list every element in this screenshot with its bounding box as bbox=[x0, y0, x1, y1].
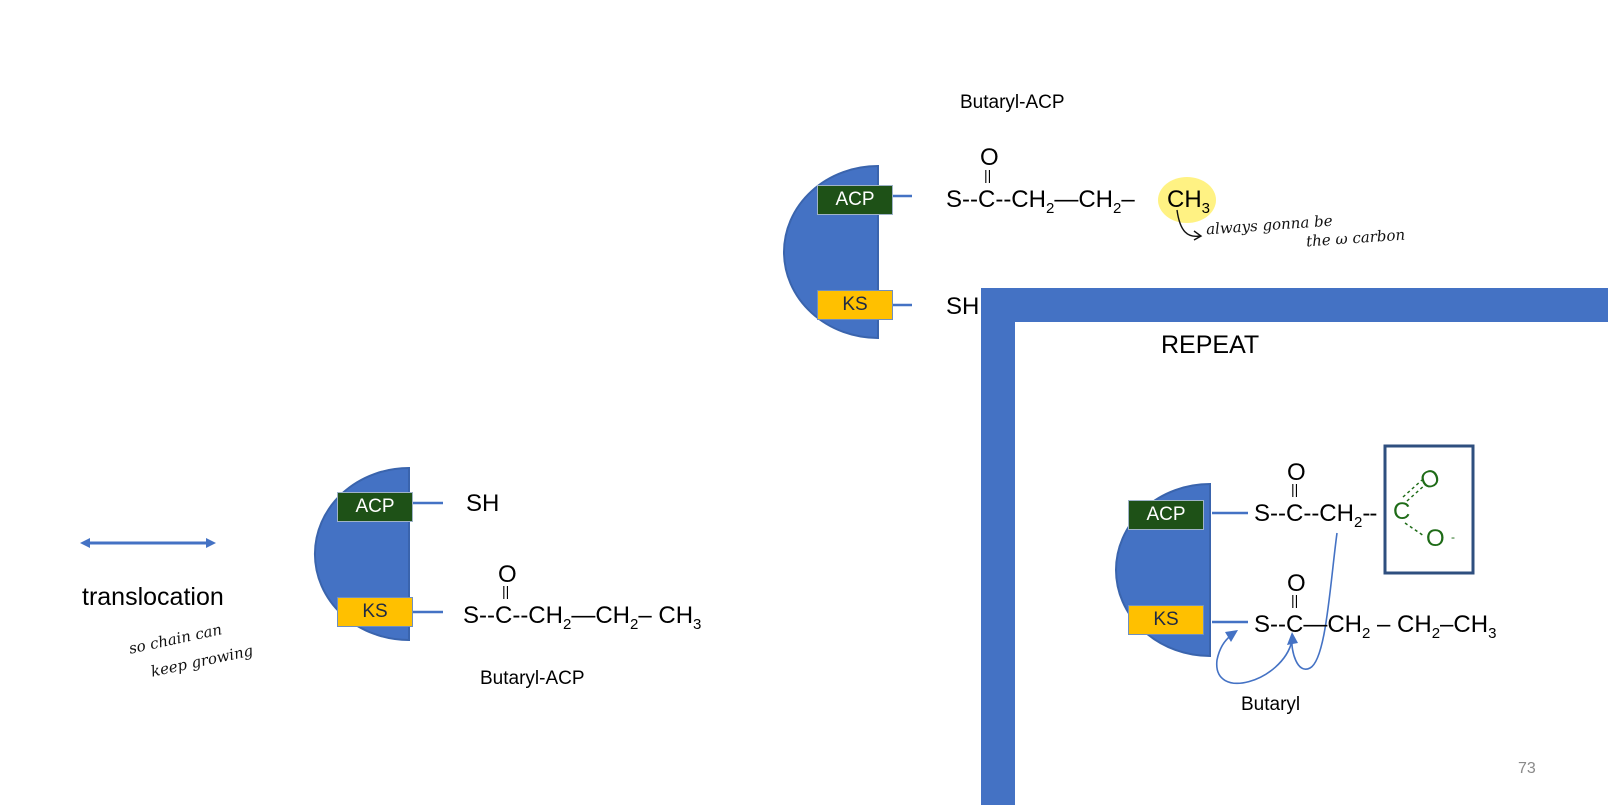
repeat-acp-domain: ACP bbox=[1128, 500, 1204, 530]
page-number: 73 bbox=[1518, 760, 1536, 777]
repeat-panel-frame bbox=[981, 288, 1608, 805]
carboxyl-oxygen-anion: O bbox=[1426, 525, 1445, 552]
repeat-ks-chain: S--C—CH2 – CH2–CH3 bbox=[1254, 611, 1497, 642]
carboxyl-bond-lower bbox=[1404, 522, 1425, 537]
carboxyl-bond-upper-2 bbox=[1406, 483, 1427, 502]
repeat-butaryl-caption: Butaryl bbox=[1241, 694, 1301, 715]
translocation-label: translocation bbox=[82, 583, 224, 611]
mechanism-arrowhead-short bbox=[1225, 630, 1238, 642]
top-carbonyl-double-bond: || bbox=[984, 167, 992, 183]
repeat-acp-carbonyl-oxygen: O bbox=[1287, 459, 1306, 486]
mechanism-arrowhead-long bbox=[1287, 632, 1298, 645]
ch3-highlight bbox=[1158, 177, 1216, 223]
top-acp-domain: ACP bbox=[817, 185, 893, 215]
repeat-acp-carbonyl-double-bond: || bbox=[1291, 481, 1299, 497]
bottom-ks-domain: KS bbox=[337, 597, 413, 627]
translocation-arrowhead-right bbox=[206, 538, 216, 548]
top-complex-title: Butaryl-ACP bbox=[960, 92, 1065, 113]
mechanism-arrow-long bbox=[1291, 532, 1338, 670]
carboxyl-carbon: C bbox=[1393, 498, 1411, 525]
bottom-acp-domain: ACP bbox=[337, 492, 413, 522]
omega-carbon-ch3: CH3 bbox=[1167, 186, 1211, 217]
bottom-acyl-chain: S--C--CH2—CH2– CH3 bbox=[463, 602, 702, 633]
mechanism-arrow-short bbox=[1216, 633, 1293, 685]
carboxyl-negative-charge: - bbox=[1451, 530, 1455, 544]
top-carbonyl-oxygen: O bbox=[980, 144, 999, 171]
translocation-arrowhead-left bbox=[80, 538, 90, 548]
top-acyl-chain: S--C--CH2—CH2– bbox=[946, 186, 1135, 217]
carboxyl-bond-upper bbox=[1402, 479, 1423, 498]
repeat-ks-domain: KS bbox=[1128, 605, 1204, 635]
repeat-ks-carbonyl-double-bond: || bbox=[1291, 592, 1299, 608]
bottom-carbonyl-oxygen: O bbox=[498, 561, 517, 588]
bottom-carbonyl-double-bond: || bbox=[502, 583, 510, 599]
repeat-ks-carbonyl-oxygen: O bbox=[1287, 570, 1306, 597]
annotation-arrow bbox=[1176, 209, 1201, 238]
bottom-complex-caption: Butaryl-ACP bbox=[480, 668, 585, 689]
top-ks-domain: KS bbox=[817, 290, 893, 320]
bottom-acp-thiol: SH bbox=[466, 490, 500, 517]
repeat-panel-title: REPEAT bbox=[1161, 331, 1260, 359]
annotation-arrowhead bbox=[1193, 230, 1203, 241]
carboxyl-box bbox=[1383, 444, 1475, 575]
top-ks-thiol: SH bbox=[946, 293, 980, 320]
repeat-acp-chain: S--C--CH2-- bbox=[1254, 500, 1377, 531]
